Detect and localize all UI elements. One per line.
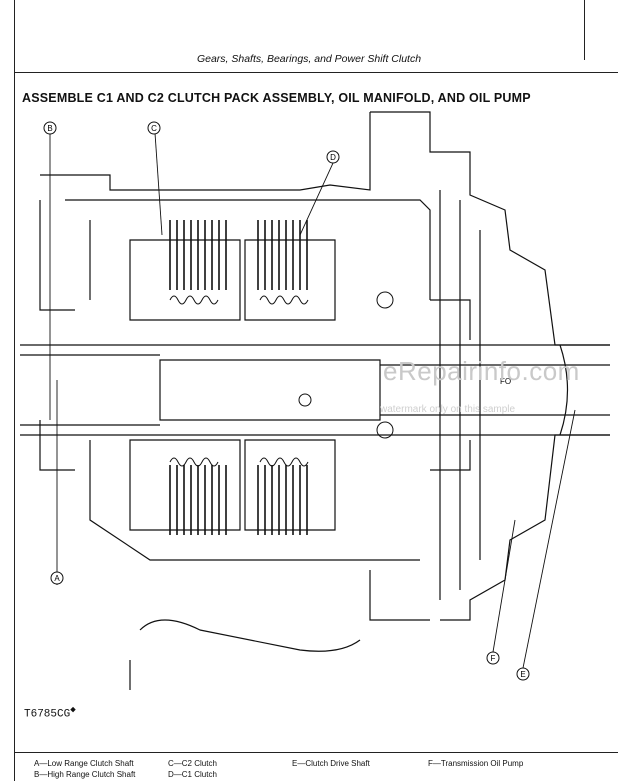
section-header: Gears, Shafts, Bearings, and Power Shift… xyxy=(196,53,422,65)
header-divider xyxy=(584,0,585,60)
header-rule xyxy=(14,72,618,73)
callout-a: A xyxy=(54,574,60,583)
legend-item-f: F—Transmission Oil Pump xyxy=(428,759,524,768)
legend-item-d: D—C1 Clutch xyxy=(168,770,217,779)
watermark-sub: watermark only on this sample xyxy=(380,404,516,415)
legend-item-a: A—Low Range Clutch Shaft xyxy=(34,759,134,768)
callout-c: C xyxy=(151,124,157,133)
legend-col-1: A—Low Range Clutch Shaft B—High Range Cl… xyxy=(34,758,135,780)
callout-f: F xyxy=(491,654,496,663)
figure-id: T6785CG◆ xyxy=(24,704,76,721)
legend-item-b: B—High Range Clutch Shaft xyxy=(34,770,136,779)
callout-b: B xyxy=(47,124,52,133)
legend-rule xyxy=(14,752,618,753)
legend-col-3: E—Clutch Drive Shaft xyxy=(292,758,370,769)
legend-col-2: C—C2 Clutch D—C1 Clutch xyxy=(168,758,217,780)
legend-item-e: E—Clutch Drive Shaft xyxy=(292,759,370,768)
watermark: eRepairinfo.com xyxy=(383,356,580,386)
page-margin-line xyxy=(14,0,15,781)
legend-col-4: F—Transmission Oil Pump xyxy=(428,758,523,769)
callout-e: E xyxy=(520,670,525,679)
legend-item-c: C—C2 Clutch xyxy=(168,759,217,768)
callout-d: D xyxy=(330,153,336,162)
figure-title: ASSEMBLE C1 AND C2 CLUTCH PACK ASSEMBLY,… xyxy=(22,91,531,105)
shaft-label: FO xyxy=(500,377,511,386)
